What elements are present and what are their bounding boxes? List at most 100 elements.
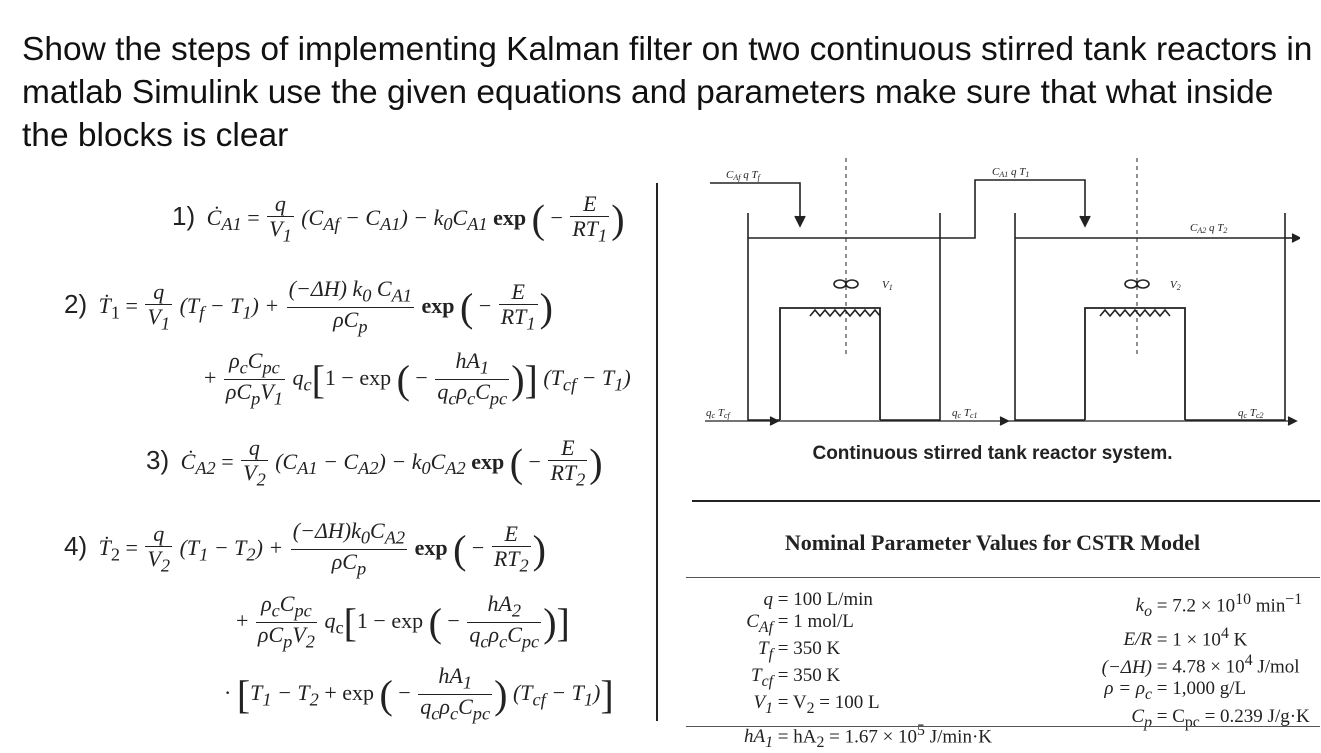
cstr-diagram: CAf q Tf CA1 q T1 CA2 q T2 V1 V2 qc Tcf …	[705, 158, 1300, 426]
param-rhs: = 7.2 × 10	[1152, 595, 1236, 617]
param-lhs-sub: 1	[765, 733, 773, 751]
eq4-tail: (T	[512, 679, 533, 705]
param-rhs-sub: pc	[1184, 713, 1200, 731]
param-rhs-sup2: −1	[1285, 591, 1303, 608]
param-rhs: = 1,000 g/L	[1152, 678, 1247, 700]
param-rhs-b: = 100 L	[814, 692, 880, 714]
param-rhs: = hA	[773, 726, 817, 748]
coolant-out-label: qc Tc2	[1238, 407, 1264, 420]
eq1-lhs-sub: A1	[221, 214, 242, 235]
param-rhs-b: = 0.239 J/g·K	[1199, 705, 1310, 727]
feed2-arrow	[1079, 215, 1091, 228]
eq2-frac-den-sub: p	[358, 316, 368, 337]
eq4-line3-d: + exp	[318, 679, 375, 705]
jacket2	[1084, 307, 1186, 420]
v2-label: V2	[1170, 279, 1181, 292]
eq3-term1: (C	[275, 448, 298, 474]
equation-2-number: 2)	[64, 288, 88, 319]
eq2-frac-num-c: A1	[391, 285, 412, 306]
eq4-tail-d: )	[593, 679, 601, 705]
coil2	[1099, 308, 1171, 318]
param-row: Tf = 350 K	[697, 638, 992, 665]
feed1-line	[710, 182, 801, 223]
param-rhs-sup: 10	[1235, 591, 1252, 608]
eq2-tail-sub: cf	[562, 374, 577, 395]
param-lhs-sub: c	[1144, 686, 1152, 704]
params-right-column: ko = 7.2 × 1010 min−1 E/R = 1 × 104 K (−…	[1022, 589, 1310, 733]
param-lhs-sub: o	[1144, 603, 1152, 621]
impeller2-right	[1136, 279, 1150, 289]
table-title: Nominal Parameter Values for CSTR Model	[784, 530, 1201, 555]
transfer-line	[940, 179, 1086, 239]
param-row: ρ = ρc = 1,000 g/L	[1022, 678, 1310, 705]
eq4-frac-num-sub: 0	[360, 527, 370, 548]
param-row: ko = 7.2 × 1010 min−1	[1022, 589, 1310, 623]
param-row: q = 100 L/min	[697, 589, 992, 611]
eq4-line3-a: T	[250, 679, 263, 705]
param-rhs: = C	[1152, 705, 1185, 727]
eq4-frac-num-c: A2	[384, 527, 406, 548]
param-rhs-b: J/mol	[1252, 656, 1300, 678]
param-rhs: = 4.78 × 10	[1152, 656, 1245, 678]
eq4-tail-c: 1	[583, 689, 593, 710]
param-rhs-b: K	[1228, 628, 1248, 650]
param-lhs-sub: Af	[758, 618, 773, 636]
impeller1-left	[833, 279, 847, 289]
equation-1-number: 1)	[172, 200, 196, 231]
param-lhs: V	[753, 692, 766, 714]
table-rule-bottom	[686, 726, 1320, 727]
params-left-column: q = 100 L/min CAf = 1 mol/L Tf = 350 K T…	[697, 589, 992, 753]
question-text: Show the steps of implementing Kalman fi…	[22, 31, 1313, 154]
eq3-term1-f: C	[430, 448, 446, 474]
eq1-term1-f: C	[452, 204, 468, 230]
param-row: CAf = 1 mol/L	[697, 611, 992, 638]
eq2-bracket-text: 1 − exp	[324, 364, 392, 390]
eq1-term1-c: A1	[380, 214, 401, 235]
eq2-tail-b: − T	[576, 364, 615, 390]
eq2-line1-sub: f	[199, 302, 205, 323]
vertical-divider	[656, 183, 658, 721]
param-row: (−ΔH) = 4.78 × 104 J/mol	[1022, 650, 1310, 678]
coolant-arrowhead-1	[769, 416, 780, 426]
eq2-line1-c: 1	[242, 302, 252, 323]
eq1-term1-d: ) − k	[400, 204, 444, 230]
param-lhs: (−ΔH)	[1101, 656, 1152, 678]
coil1	[809, 308, 881, 318]
param-rhs: = V	[773, 692, 807, 714]
param-rhs: = 350 K	[773, 665, 841, 687]
eq3-term1-d: ) − k	[378, 448, 422, 474]
eq3-term1-sub: A1	[297, 458, 318, 479]
eq4-tail-sub: cf	[532, 689, 546, 710]
param-lhs: C	[1131, 705, 1145, 727]
param-lhs: q	[763, 589, 774, 610]
eq3-term1-e: 0	[421, 458, 431, 479]
eq2-line1-mid: (T	[179, 292, 200, 318]
jacket1	[779, 307, 881, 420]
outlet-arrowhead	[1291, 233, 1300, 243]
param-lhs: E/R	[1123, 628, 1153, 650]
impeller2-left	[1124, 279, 1138, 289]
eq2-tail-c: 1	[614, 374, 624, 395]
param-rhs-c: J/min·K	[924, 726, 992, 748]
param-lhs: T	[758, 637, 769, 659]
eq2-line1-b: − T	[204, 292, 243, 318]
equation-3-number: 3)	[146, 444, 170, 475]
coolant-arrowhead-2	[999, 416, 1010, 426]
impeller1-right	[845, 279, 859, 289]
param-lhs-sub: cf	[761, 672, 773, 690]
eq4-tail-b: − T	[545, 679, 584, 705]
coolant-arrowhead-3	[1287, 416, 1298, 426]
param-lhs: ρ = ρ	[1104, 678, 1145, 700]
param-lhs: C	[746, 610, 759, 632]
